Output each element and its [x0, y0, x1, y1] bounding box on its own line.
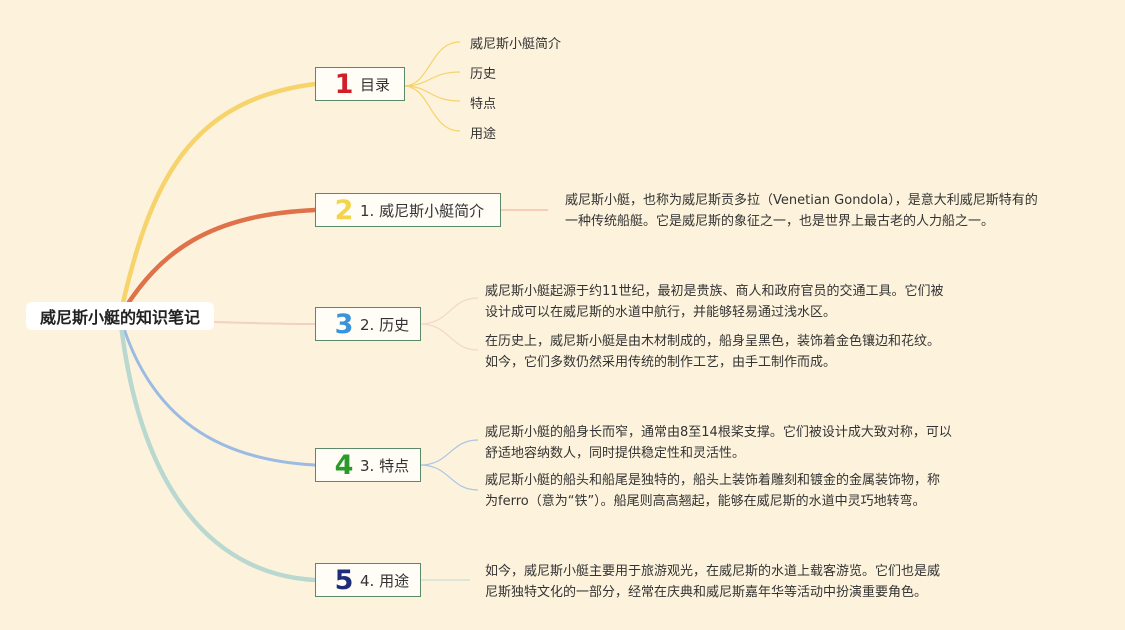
history-paragraph-2: 在历史上，威尼斯小艇是由木材制成的，船身呈黑色，装饰着金色镶边和花纹。 如今，它… — [485, 331, 940, 373]
branch-line-toc — [117, 81, 318, 319]
features-p1-line-1: 威尼斯小艇的船身长而窄，通常由8至14根桨支撑。它们被设计成大致对称，可以 — [485, 425, 952, 440]
branch-node-features[interactable]: 4 3. 特点 — [315, 448, 421, 482]
branch-node-toc[interactable]: 1 目录 — [315, 67, 405, 101]
history-paragraph-1: 威尼斯小艇起源于约11世纪，最初是贵族、商人和政府官员的交通工具。它们被 设计成… — [485, 281, 944, 323]
number-3-icon: 3 — [334, 308, 354, 340]
root-title: 威尼斯小艇的知识笔记 — [39, 308, 200, 327]
branch-node-intro[interactable]: 2 1. 威尼斯小艇简介 — [315, 193, 501, 227]
branch-line-intro — [117, 207, 318, 319]
branch-node-uses[interactable]: 5 4. 用途 — [315, 563, 421, 597]
root-node[interactable]: 威尼斯小艇的知识笔记 — [26, 302, 214, 330]
toc-link-2 — [403, 71, 461, 87]
branch-label-toc: 目录 — [360, 75, 391, 94]
toc-item-uses[interactable]: 用途 — [470, 127, 497, 142]
branch-line-history — [213, 321, 316, 325]
intro-line-2: 一种传统船艇。它是威尼斯的象征之一，也是世界上最古老的人力船之一。 — [565, 214, 995, 229]
intro-text: 威尼斯小艇，也称为威尼斯贡多拉（Venetian Gondola），是意大利威尼… — [565, 190, 1038, 232]
toc-link-1 — [403, 41, 461, 87]
features-p1-line-2: 舒适地容纳数人，同时提供稳定性和灵活性。 — [485, 446, 746, 461]
features-p2-line-1: 威尼斯小艇的船头和船尾是独特的，船头上装饰着雕刻和镀金的金属装饰物，称 — [485, 473, 941, 488]
history-p1-line-2: 设计成可以在威尼斯的水道中航行，并能够轻易通过浅水区。 — [485, 305, 837, 320]
features-paragraph-1: 威尼斯小艇的船身长而窄，通常由8至14根桨支撑。它们被设计成大致对称，可以 舒适… — [485, 422, 952, 464]
branch-line-features — [118, 314, 317, 467]
number-1-icon: 1 — [334, 68, 354, 100]
branch-node-history[interactable]: 3 2. 历史 — [315, 307, 421, 341]
intro-line-1: 威尼斯小艇，也称为威尼斯贡多拉（Venetian Gondola），是意大利威尼… — [565, 193, 1038, 208]
features-link-2 — [419, 464, 479, 491]
toc-item-history[interactable]: 历史 — [470, 67, 497, 82]
branch-line-uses — [117, 313, 318, 583]
uses-line-1: 如今，威尼斯小艇主要用于旅游观光，在威尼斯的水道上载客游览。它们也是威 — [485, 564, 941, 579]
toc-item-intro[interactable]: 威尼斯小艇简介 — [470, 37, 562, 52]
number-4-icon: 4 — [334, 449, 354, 481]
history-link-1 — [419, 297, 479, 325]
history-p1-line-1: 威尼斯小艇起源于约11世纪，最初是贵族、商人和政府官员的交通工具。它们被 — [485, 284, 944, 299]
features-p2-line-2: 为ferro（意为“铁”）。船尾则高高翘起，能够在威尼斯的水道中灵巧地转弯。 — [485, 494, 926, 509]
features-paragraph-2: 威尼斯小艇的船头和船尾是独特的，船头上装饰着雕刻和镀金的金属装饰物，称 为fer… — [485, 470, 940, 512]
branch-label-history: 2. 历史 — [360, 315, 410, 334]
history-p2-line-1: 在历史上，威尼斯小艇是由木材制成的，船身呈黑色，装饰着金色镶边和花纹。 — [485, 334, 941, 349]
branch-label-intro: 1. 威尼斯小艇简介 — [360, 201, 485, 220]
toc-item-features[interactable]: 特点 — [470, 97, 497, 112]
history-link-2 — [419, 323, 479, 351]
uses-text: 如今，威尼斯小艇主要用于旅游观光，在威尼斯的水道上载客游览。它们也是威 尼斯独特… — [485, 561, 940, 603]
branch-label-features: 3. 特点 — [360, 456, 410, 475]
history-p2-line-2: 如今，它们多数仍然采用传统的制作工艺，由手工制作而成。 — [485, 355, 837, 370]
features-link-1 — [419, 439, 479, 466]
number-5-icon: 5 — [334, 564, 354, 596]
toc-link-3 — [403, 85, 461, 102]
toc-link-4 — [403, 85, 461, 132]
number-2-icon: 2 — [334, 194, 354, 226]
uses-line-2: 尼斯独特文化的一部分，经常在庆典和威尼斯嘉年华等活动中扮演重要角色。 — [485, 585, 928, 600]
branch-label-uses: 4. 用途 — [360, 571, 410, 590]
